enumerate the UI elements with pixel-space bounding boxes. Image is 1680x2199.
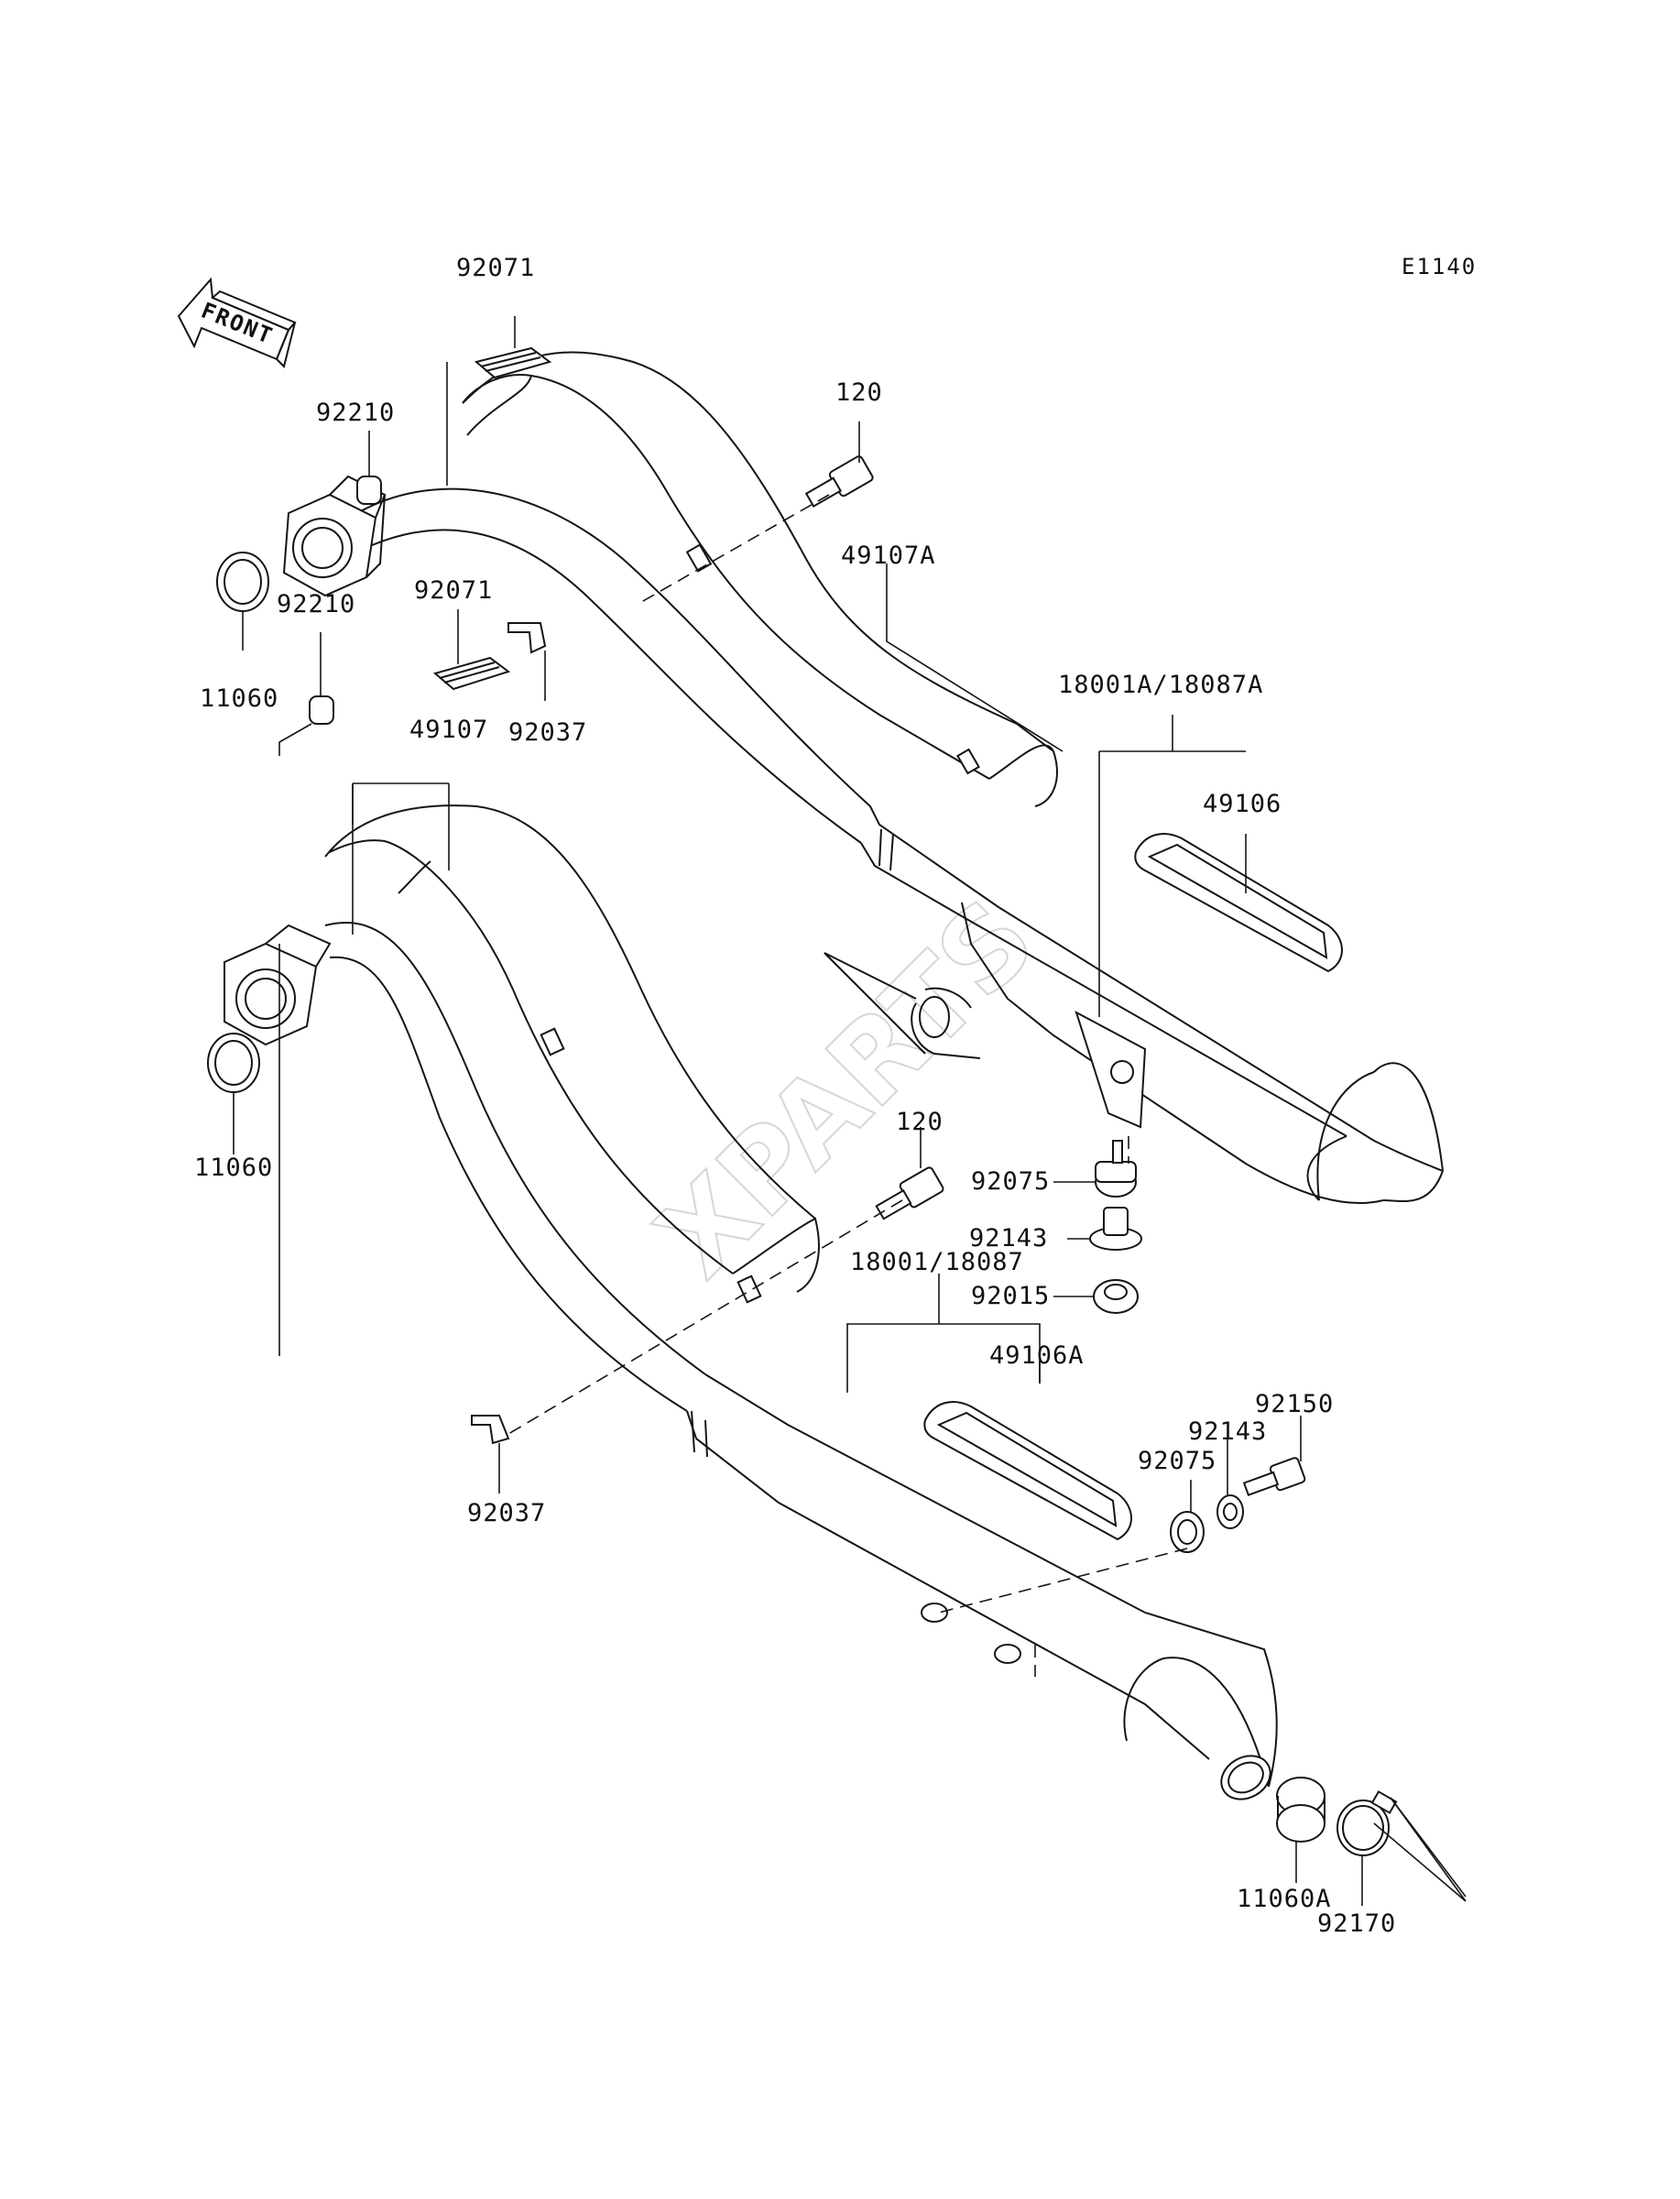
part-label-92210-mid[interactable]: 92210 — [277, 590, 356, 618]
diagram-code: E1140 — [1402, 254, 1478, 279]
part-label-11060-bottom[interactable]: 11060 — [194, 1154, 274, 1182]
part-label-92037-bottom[interactable]: 92037 — [467, 1499, 547, 1527]
part-label-49107[interactable]: 49107 — [409, 716, 489, 744]
part-label-92210-top[interactable]: 92210 — [316, 399, 396, 427]
assembly-lines — [507, 494, 1188, 1677]
leader-lines — [233, 316, 1467, 1906]
part-label-18001-18087[interactable]: 18001/18087 — [850, 1248, 1024, 1276]
upper-exhaust-assembly — [282, 351, 1444, 1204]
part-label-92075-bottom[interactable]: 92075 — [1138, 1447, 1217, 1475]
part-label-11060-top[interactable]: 11060 — [200, 684, 279, 713]
part-label-11060A[interactable]: 11060A — [1237, 1885, 1332, 1913]
part-label-92143-bottom[interactable]: 92143 — [1188, 1417, 1268, 1446]
part-label-92071-mid[interactable]: 92071 — [414, 576, 494, 605]
part-label-120-bottom[interactable]: 120 — [896, 1108, 944, 1136]
part-label-49107A[interactable]: 49107A — [841, 542, 936, 570]
part-label-18001A-18087A[interactable]: 18001A/18087A — [1058, 671, 1264, 699]
part-label-49106[interactable]: 49106 — [1203, 790, 1282, 818]
part-label-92037-top[interactable]: 92037 — [508, 718, 588, 747]
small-hardware — [207, 346, 1398, 1856]
part-label-120-top[interactable]: 120 — [835, 378, 883, 407]
lower-exhaust-assembly — [224, 804, 1278, 1800]
part-label-49106A[interactable]: 49106A — [989, 1341, 1085, 1370]
part-label-92150[interactable]: 92150 — [1255, 1390, 1335, 1418]
part-label-92170[interactable]: 92170 — [1317, 1909, 1397, 1938]
part-label-92015[interactable]: 92015 — [971, 1282, 1051, 1310]
front-arrow-icon: FRONT — [177, 277, 297, 368]
part-label-92071-top[interactable]: 92071 — [456, 254, 536, 282]
part-label-92143-top[interactable]: 92143 — [969, 1224, 1049, 1253]
part-label-92075-top[interactable]: 92075 — [971, 1167, 1051, 1196]
